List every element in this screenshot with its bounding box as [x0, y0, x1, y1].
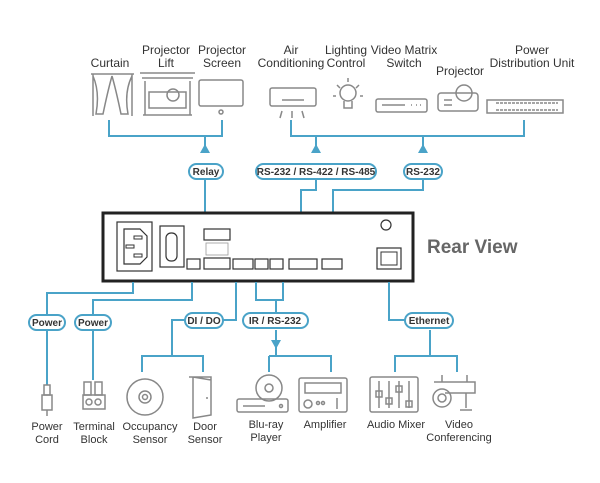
audio-mixer-label-line: Audio Mixer	[367, 419, 425, 431]
video-matrix-switch-label-line: Switch	[386, 56, 421, 70]
arrow-up-icon	[418, 144, 428, 153]
power-cord-pill: Power	[28, 314, 66, 331]
curtain-label: Curtain	[91, 56, 130, 70]
video-matrix-switch-label-line: Video Matrix	[371, 43, 437, 57]
power-cord-pill-label: Power	[32, 318, 62, 329]
ir-rs232-label: IR / RS-232	[249, 316, 302, 327]
matrix-switch-icon	[375, 98, 428, 113]
projector-label: Projector	[436, 64, 484, 78]
projector-lift-label-line: Lift	[158, 56, 175, 70]
rs232-port	[321, 258, 343, 270]
video-conferencing-label-line: Video	[445, 419, 473, 431]
power-cord-label-line: Cord	[35, 434, 59, 446]
dido-port	[232, 258, 254, 270]
terminal-block-icon	[82, 381, 106, 410]
rear-view-title: Rear View	[427, 237, 518, 258]
rs232-pill: RS-232	[403, 163, 443, 180]
occupancy-sensor-label-line: Occupancy	[122, 421, 178, 433]
ir-port-2	[269, 258, 284, 270]
projector-icon	[437, 84, 479, 112]
ir-rs232-pill: IR / RS-232	[242, 312, 309, 329]
terminal-block-label-line: Terminal	[73, 421, 115, 433]
dido-pill: DI / DO	[184, 312, 224, 329]
relay-pill: Relay	[188, 163, 224, 180]
power-cord-icon	[41, 384, 53, 416]
air-conditioning-label-line: Air	[284, 43, 299, 57]
power-cord-label-line: Power	[31, 421, 63, 433]
serial-multi-label: RS-232 / RS-422 / RS-485	[257, 167, 376, 178]
ground-screw-icon	[380, 219, 392, 231]
video-conferencing-label-line: Conferencing	[426, 432, 491, 444]
amplifier-icon	[298, 377, 348, 413]
arrow-down-icon	[271, 340, 281, 349]
pdu-label-line: Power	[515, 43, 549, 57]
bluray-player-icon	[236, 374, 289, 413]
arrow-up-icon	[200, 144, 210, 153]
amplifier-label: Amplifier	[304, 419, 347, 431]
occupancy-sensor-label-line: Sensor	[133, 434, 168, 446]
curtain-label-line: Curtain	[91, 56, 130, 70]
projector-lift-label-line: Projector	[142, 43, 190, 57]
door-sensor-label-line: Sensor	[188, 434, 223, 446]
air-conditioner-icon	[269, 87, 317, 119]
terminal-block-label-line: Block	[81, 434, 108, 446]
bluray-player-label-line: Player	[250, 432, 282, 444]
pdu-label-line: Distribution Unit	[490, 56, 575, 70]
audio-mixer-label: Audio Mixer	[367, 419, 425, 431]
serial-multi-port	[288, 258, 318, 270]
power-terminal-pill: Power	[74, 314, 112, 331]
lighting-control-label-line: Control	[327, 56, 366, 70]
pdu-icon	[486, 99, 564, 114]
amplifier-label-line: Amplifier	[304, 419, 347, 431]
projector-screen-icon	[198, 79, 244, 115]
rs232-label: RS-232	[406, 167, 440, 178]
power-switch	[159, 225, 185, 268]
lighting-control-label-line: Lighting	[325, 43, 367, 57]
power-inlet	[116, 221, 153, 272]
ethernet-port	[376, 247, 402, 270]
audio-mixer-icon	[369, 376, 419, 413]
relay-label: Relay	[193, 167, 220, 178]
power-terminal-port	[186, 258, 201, 270]
door-sensor-label-line: Door	[193, 421, 217, 433]
bluray-player-label-line: Blu-ray	[249, 419, 284, 431]
air-conditioning-label-line: Conditioning	[258, 56, 325, 70]
serial-multi-pill: RS-232 / RS-422 / RS-485	[255, 163, 377, 180]
occupancy-sensor-icon	[126, 378, 164, 416]
projector-lift-icon	[140, 72, 195, 116]
power-terminal-pill-label: Power	[78, 318, 108, 329]
projector-screen-label-line: Screen	[203, 56, 241, 70]
rear-panel: Rear View	[101, 211, 518, 283]
light-bulb-icon	[333, 78, 363, 109]
ethernet-pill: Ethernet	[404, 312, 454, 329]
arrow-up-icon	[311, 144, 321, 153]
curtain-icon	[91, 73, 134, 116]
camera-icon	[432, 375, 476, 411]
relay-port	[203, 228, 231, 270]
ethernet-label: Ethernet	[409, 316, 450, 327]
projector-screen-label-line: Projector	[198, 43, 246, 57]
ir-port-1	[254, 258, 269, 270]
dido-label: DI / DO	[187, 316, 221, 327]
projector-label-line: Projector	[436, 64, 484, 78]
bottom-wires	[46, 282, 458, 385]
door-icon	[189, 376, 212, 419]
